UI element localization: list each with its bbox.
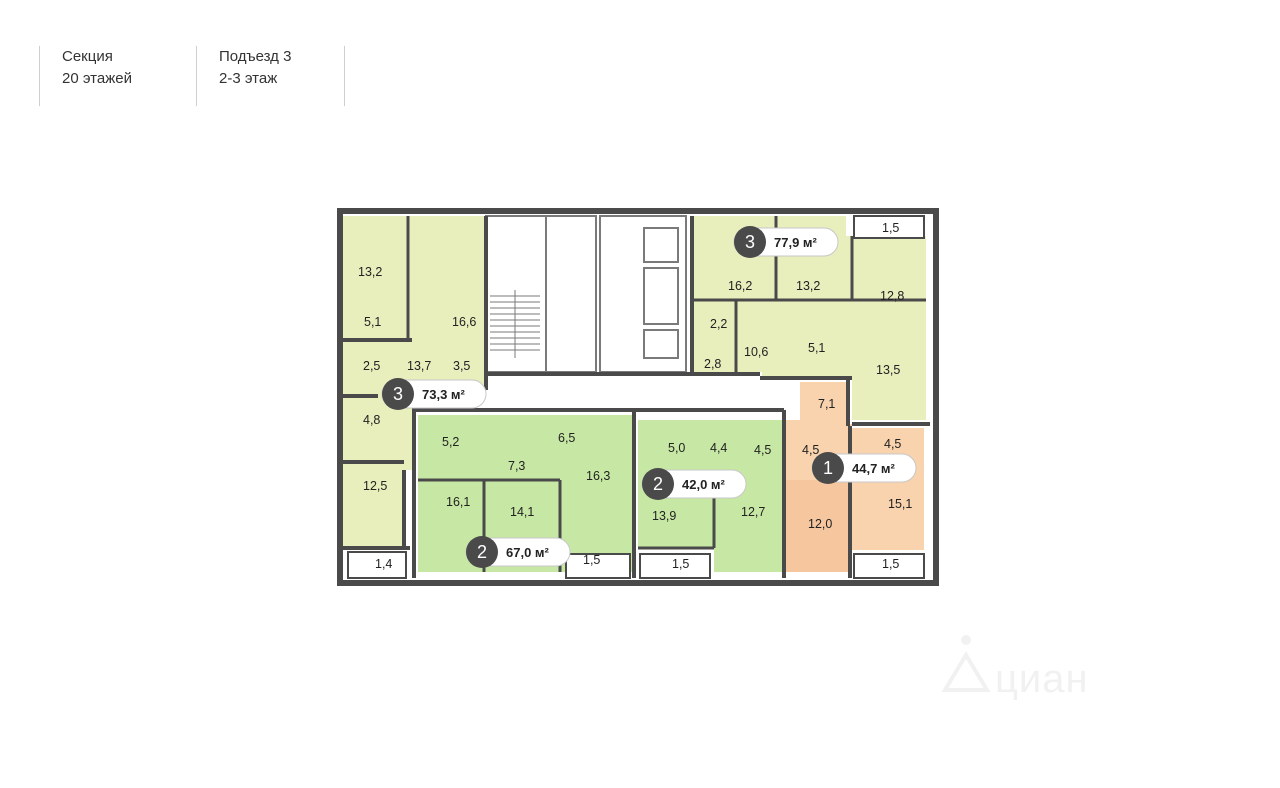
room-area: 12,5 bbox=[363, 479, 387, 493]
floor-range: 2-3 этаж bbox=[219, 70, 278, 87]
total-area: 67,0 м² bbox=[506, 545, 550, 560]
room-area: 2,2 bbox=[710, 317, 727, 331]
rooms-count: 3 bbox=[393, 384, 403, 404]
badge-apt-c[interactable]: 2 67,0 м² bbox=[465, 536, 571, 568]
total-area: 73,3 м² bbox=[422, 387, 466, 402]
room-area: 4,5 bbox=[884, 437, 901, 451]
balcony-area: 1,4 bbox=[375, 557, 392, 571]
room-area: 16,1 bbox=[446, 495, 470, 509]
watermark-logo: циан bbox=[941, 635, 1089, 701]
room-area: 7,1 bbox=[818, 397, 835, 411]
room-area: 12,8 bbox=[880, 289, 904, 303]
balcony-area: 1,5 bbox=[672, 557, 689, 571]
rooms-count: 2 bbox=[653, 474, 663, 494]
apartment-44-7[interactable] bbox=[786, 382, 924, 572]
rooms-count: 3 bbox=[745, 232, 755, 252]
room-area: 14,1 bbox=[510, 505, 534, 519]
room-area: 7,3 bbox=[508, 459, 525, 473]
room-area: 13,2 bbox=[796, 279, 820, 293]
room-area: 10,6 bbox=[744, 345, 768, 359]
room-area: 13,5 bbox=[876, 363, 900, 377]
room-area: 4,5 bbox=[802, 443, 819, 457]
room-area: 16,3 bbox=[586, 469, 610, 483]
room-area: 16,6 bbox=[452, 315, 476, 329]
room-area: 13,7 bbox=[407, 359, 431, 373]
room-labels-apt-c: 5,2 6,5 7,3 16,3 16,1 14,1 1,5 bbox=[442, 431, 610, 567]
section-info: Секция 20 этажей bbox=[39, 46, 132, 106]
total-area: 42,0 м² bbox=[682, 477, 726, 492]
room-area: 5,1 bbox=[364, 315, 381, 329]
room-area: 4,8 bbox=[363, 413, 380, 427]
badge-apt-e[interactable]: 1 44,7 м² bbox=[811, 452, 917, 484]
total-area: 44,7 м² bbox=[852, 461, 896, 476]
total-area: 77,9 м² bbox=[774, 235, 818, 250]
room-area: 2,5 bbox=[363, 359, 380, 373]
rooms-count: 1 bbox=[823, 458, 833, 478]
badge-apt-a[interactable]: 3 73,3 м² bbox=[381, 378, 487, 410]
balcony-area: 1,5 bbox=[583, 553, 600, 567]
section-label: Секция bbox=[62, 48, 113, 65]
room-area: 13,9 bbox=[652, 509, 676, 523]
room-labels-apt-b: 16,2 13,2 12,8 2,2 10,6 5,1 2,8 13,5 1,5 bbox=[704, 221, 904, 377]
room-area: 16,2 bbox=[728, 279, 752, 293]
entrance-info: Подъезд 3 2-3 этаж bbox=[196, 46, 291, 106]
room-area: 12,0 bbox=[808, 517, 832, 531]
room-area: 15,1 bbox=[888, 497, 912, 511]
room-area: 5,0 bbox=[668, 441, 685, 455]
floors-count: 20 этажей bbox=[62, 70, 132, 87]
room-area: 6,5 bbox=[558, 431, 575, 445]
room-area: 13,2 bbox=[358, 265, 382, 279]
room-area: 12,7 bbox=[741, 505, 765, 519]
badge-apt-b[interactable]: 3 77,9 м² bbox=[733, 226, 839, 258]
rooms-count: 2 bbox=[477, 542, 487, 562]
balcony-area: 1,5 bbox=[882, 221, 899, 235]
apartment-67-0[interactable] bbox=[418, 415, 632, 572]
room-area: 4,5 bbox=[754, 443, 771, 457]
balcony-area: 1,5 bbox=[882, 557, 899, 571]
room-area: 5,1 bbox=[808, 341, 825, 355]
room-area: 3,5 bbox=[453, 359, 470, 373]
apartment-77-9[interactable] bbox=[692, 216, 926, 420]
badge-apt-d[interactable]: 2 42,0 м² bbox=[641, 468, 747, 500]
header-divider bbox=[344, 46, 345, 106]
entrance-label: Подъезд 3 bbox=[219, 48, 292, 65]
room-area: 4,4 bbox=[710, 441, 727, 455]
room-labels-apt-e: 7,1 4,5 4,5 12,0 15,1 1,5 bbox=[802, 397, 912, 571]
room-area: 5,2 bbox=[442, 435, 459, 449]
room-labels-apt-a: 13,2 5,1 16,6 2,5 13,7 3,5 4,8 12,5 1,4 bbox=[358, 265, 476, 571]
room-area: 2,8 bbox=[704, 357, 721, 371]
outer-walls bbox=[337, 208, 939, 586]
svg-text:циан: циан bbox=[995, 657, 1089, 701]
balconies bbox=[347, 215, 925, 579]
room-labels-apt-d: 5,0 4,4 4,5 13,9 12,7 1,5 bbox=[652, 441, 771, 571]
